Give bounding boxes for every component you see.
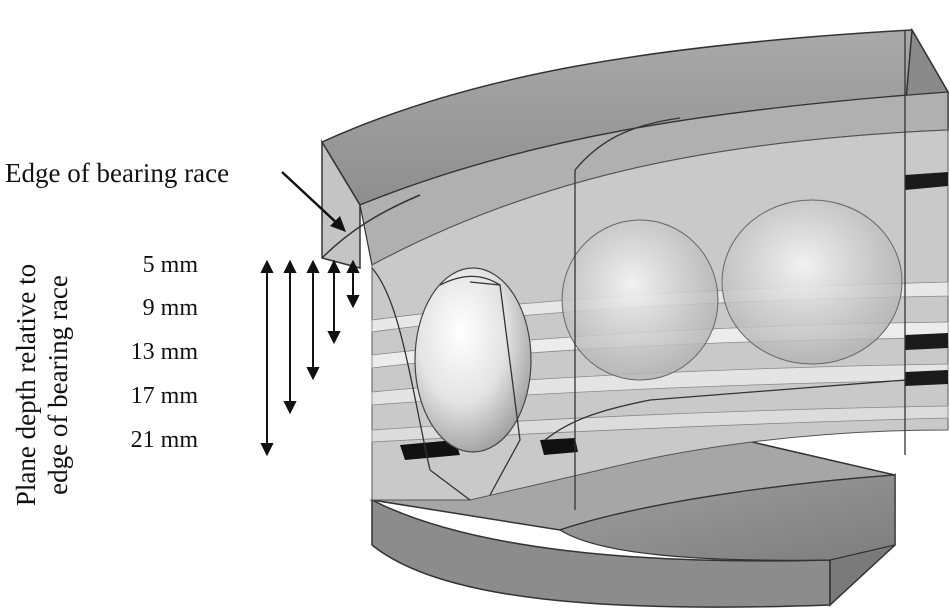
depth-label-5mm: 5 mm (142, 252, 198, 278)
race-edge (321, 194, 421, 259)
depth-arrows (260, 259, 360, 457)
axis-label-line1: Plane depth relative to (11, 263, 41, 507)
callout-arrow-line (281, 171, 341, 227)
depth-arrow-21mm (260, 259, 274, 457)
depth-arrow-5mm (346, 259, 360, 309)
ball-2 (561, 219, 719, 381)
callout-arrow-head (330, 216, 346, 232)
ball-1 (414, 267, 532, 453)
depth-arrow-13mm (306, 259, 320, 381)
depth-label-17mm: 17 mm (130, 383, 198, 409)
callout-label: Edge of bearing race (5, 158, 230, 188)
depth-label-13mm: 13 mm (130, 339, 198, 365)
depth-label-9mm: 9 mm (142, 295, 198, 321)
depth-arrow-9mm (327, 259, 341, 345)
outer-ring-face (321, 139, 361, 269)
cage-lines (371, 30, 906, 510)
axis-label-line2: edge of bearing race (43, 275, 73, 495)
depth-label-21mm: 21 mm (130, 427, 198, 453)
depth-arrow-17mm (283, 259, 297, 415)
ball-3 (721, 199, 903, 365)
inner-ring-top-face (558, 474, 896, 561)
